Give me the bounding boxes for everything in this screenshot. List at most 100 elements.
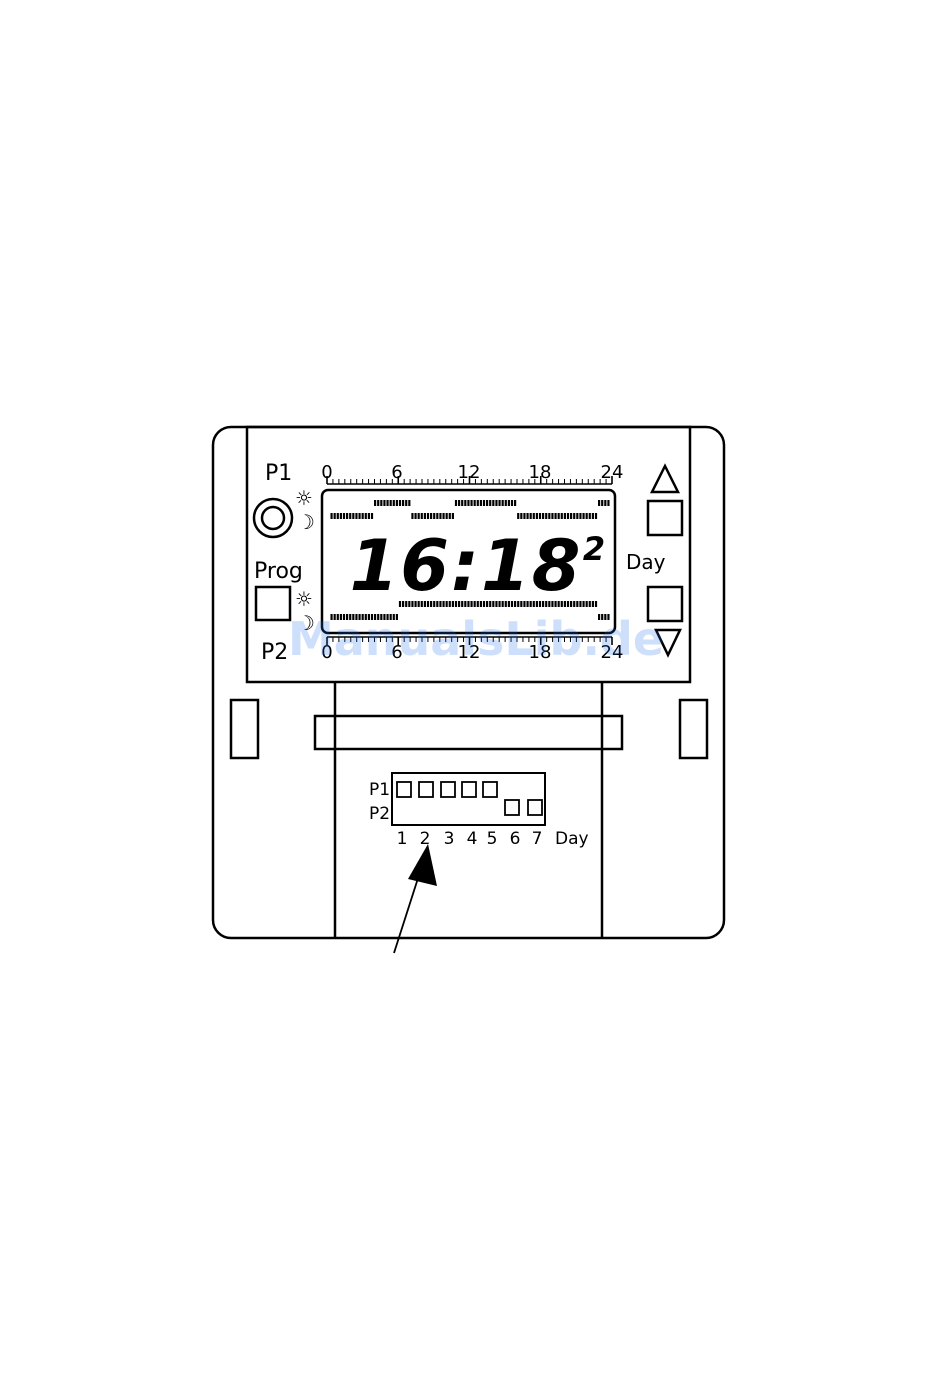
program-segment-on xyxy=(464,500,466,506)
prog-button[interactable] xyxy=(256,587,290,620)
program-segment-off xyxy=(567,513,569,519)
program-segment-on xyxy=(480,500,482,506)
program-segment-off xyxy=(592,513,594,519)
day-number-3: 3 xyxy=(444,829,455,849)
program-segment-on xyxy=(402,500,404,506)
right-clip xyxy=(680,700,707,758)
program-segment-on xyxy=(598,500,600,506)
program-segment-on xyxy=(377,500,379,506)
program-segment-off xyxy=(542,513,544,519)
program-segment-off xyxy=(589,513,591,519)
up-arrow-icon xyxy=(652,466,678,492)
day-switch-5[interactable] xyxy=(483,782,497,797)
moon-icon: ☽ xyxy=(297,510,315,534)
program-segment-off xyxy=(446,513,448,519)
program-segment-off xyxy=(436,513,438,519)
day-switch-7[interactable] xyxy=(528,800,542,815)
program-segment-off xyxy=(365,513,367,519)
watermark: ManualsLib.de xyxy=(288,612,664,666)
program-segment-on xyxy=(386,500,388,506)
program-segment-off xyxy=(551,513,553,519)
top-scale-tick-18: 18 xyxy=(529,462,552,483)
program-segment-on xyxy=(477,500,479,506)
day-number-6: 6 xyxy=(510,829,521,849)
program-segment-off xyxy=(418,513,420,519)
program-segment-off xyxy=(349,513,351,519)
sun-icon: ☼ xyxy=(295,486,313,510)
day-selector-p2-label: P2 xyxy=(369,804,390,824)
program-segment-on xyxy=(595,601,597,607)
program-segment-on xyxy=(483,500,485,506)
day-selector-day-label: Day xyxy=(555,829,589,849)
program-segment-on xyxy=(390,500,392,506)
program-segment-on xyxy=(601,500,603,506)
program-segment-on xyxy=(396,500,398,506)
program-segment-on xyxy=(489,500,491,506)
arrowhead-icon xyxy=(408,844,437,886)
day-switch-4[interactable] xyxy=(462,782,476,797)
day-number-4: 4 xyxy=(467,829,478,849)
day-label: Day xyxy=(626,550,666,574)
left-clip xyxy=(231,700,258,758)
program-segment-off xyxy=(530,513,532,519)
slide-bar xyxy=(315,716,622,749)
program-segment-on xyxy=(461,500,463,506)
program-segment-off xyxy=(427,513,429,519)
day-number-2: 2 xyxy=(420,829,431,849)
program-segment-off xyxy=(573,513,575,519)
up-button[interactable] xyxy=(648,501,682,535)
program2-label: P2 xyxy=(261,640,288,665)
program-segment-on xyxy=(399,500,401,506)
program-segment-off xyxy=(337,513,339,519)
program-segment-on xyxy=(604,500,606,506)
day-switch-2[interactable] xyxy=(419,782,433,797)
program-segment-on xyxy=(582,601,584,607)
program-segment-off xyxy=(545,513,547,519)
program-segment-off xyxy=(371,513,373,519)
program-segment-on xyxy=(458,500,460,506)
program-segment-on xyxy=(492,500,494,506)
program-segment-off xyxy=(334,513,336,519)
program-segment-off xyxy=(595,513,597,519)
program-knob[interactable] xyxy=(254,499,292,537)
program-segment-off xyxy=(526,513,528,519)
pointer-arrow xyxy=(394,844,437,953)
program-segment-off xyxy=(340,513,342,519)
program-segment-off xyxy=(452,513,454,519)
program-segment-off xyxy=(582,513,584,519)
program-segment-on xyxy=(498,500,500,506)
program-segment-off xyxy=(358,513,360,519)
program-segment-off xyxy=(564,513,566,519)
program-segment-off xyxy=(561,513,563,519)
program-segment-on xyxy=(467,500,469,506)
day-switch-3[interactable] xyxy=(441,782,455,797)
day-selector: P1 P2 1 2 3 4 5 6 7 Day xyxy=(369,773,589,849)
program-segment-off xyxy=(579,513,581,519)
program-segment-off xyxy=(368,513,370,519)
program-segment-on xyxy=(607,500,609,506)
lcd-time: 16:18 xyxy=(350,525,583,607)
program-segment-off xyxy=(346,513,348,519)
day-switch-1[interactable] xyxy=(397,782,411,797)
top-scale-tick-24: 24 xyxy=(601,462,624,483)
program-segment-on xyxy=(502,500,504,506)
program-segment-on xyxy=(511,500,513,506)
program-segment-on xyxy=(592,601,594,607)
program-segment-off xyxy=(414,513,416,519)
program-segment-on xyxy=(383,500,385,506)
day-switch-6[interactable] xyxy=(505,800,519,815)
sun-icon: ☼ xyxy=(295,587,313,611)
program-segment-off xyxy=(442,513,444,519)
top-scale-tick-0: 0 xyxy=(321,462,332,483)
program-segment-off xyxy=(352,513,354,519)
day-number-1: 1 xyxy=(397,829,408,849)
program-segment-on xyxy=(514,500,516,506)
day-selector-p1-label: P1 xyxy=(369,780,390,800)
top-time-scale: 0 6 12 18 24 xyxy=(321,462,623,484)
program-segment-off xyxy=(570,513,572,519)
program-segment-on xyxy=(505,500,507,506)
program-segment-off xyxy=(430,513,432,519)
program-segment-off xyxy=(330,513,332,519)
program-segment-off xyxy=(554,513,556,519)
program-segment-off xyxy=(523,513,525,519)
